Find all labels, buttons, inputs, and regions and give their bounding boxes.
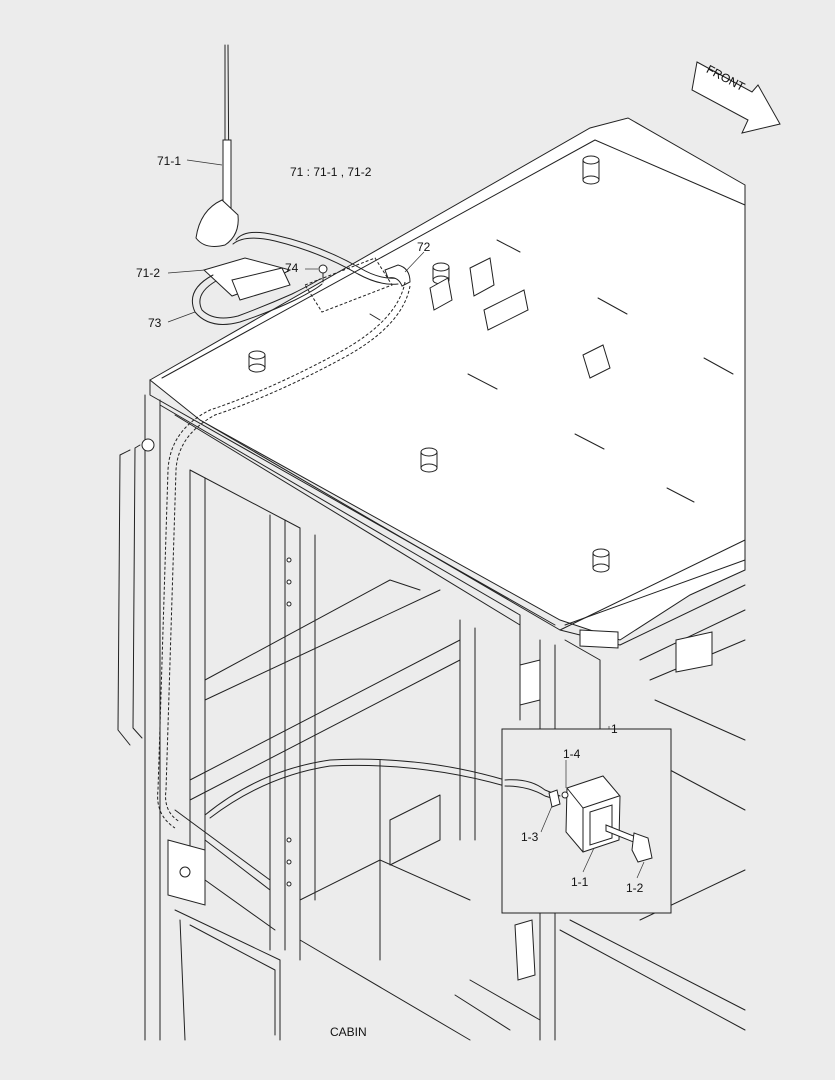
callout-72: 72	[417, 240, 431, 254]
roof-post	[248, 350, 266, 373]
callout-74: 74	[285, 261, 299, 275]
callout-71-2: 71-2	[136, 266, 160, 280]
legend-note: 71 : 71-1 , 71-2	[290, 165, 372, 179]
callout-1-3: 1-3	[521, 830, 539, 844]
callout-1-4: 1-4	[563, 747, 581, 761]
roof-slots	[369, 239, 734, 503]
radio-detail-box	[501, 728, 672, 914]
roof-post	[592, 548, 610, 573]
roof-post	[582, 155, 600, 185]
roof-post	[420, 447, 438, 473]
callout-1-2: 1-2	[626, 881, 644, 895]
roof-bracket	[429, 257, 611, 379]
callout-1: 1	[611, 722, 618, 736]
radio-cable	[204, 758, 506, 819]
antenna-assembly	[157, 44, 411, 829]
cabin-body	[117, 117, 746, 1041]
callout-73: 73	[148, 316, 162, 330]
leader-lines	[167, 159, 645, 879]
front-direction-arrow: FRONT	[691, 61, 781, 134]
callout-71-1: 71-1	[157, 154, 181, 168]
frame-holes	[286, 557, 292, 887]
diagram-caption: CABIN	[330, 1025, 367, 1039]
callout-1-1: 1-1	[571, 875, 589, 889]
callout-labels: 71-1 71-2 73 74 72 71 : 71-1 , 71-2 1 1-…	[136, 154, 644, 1039]
